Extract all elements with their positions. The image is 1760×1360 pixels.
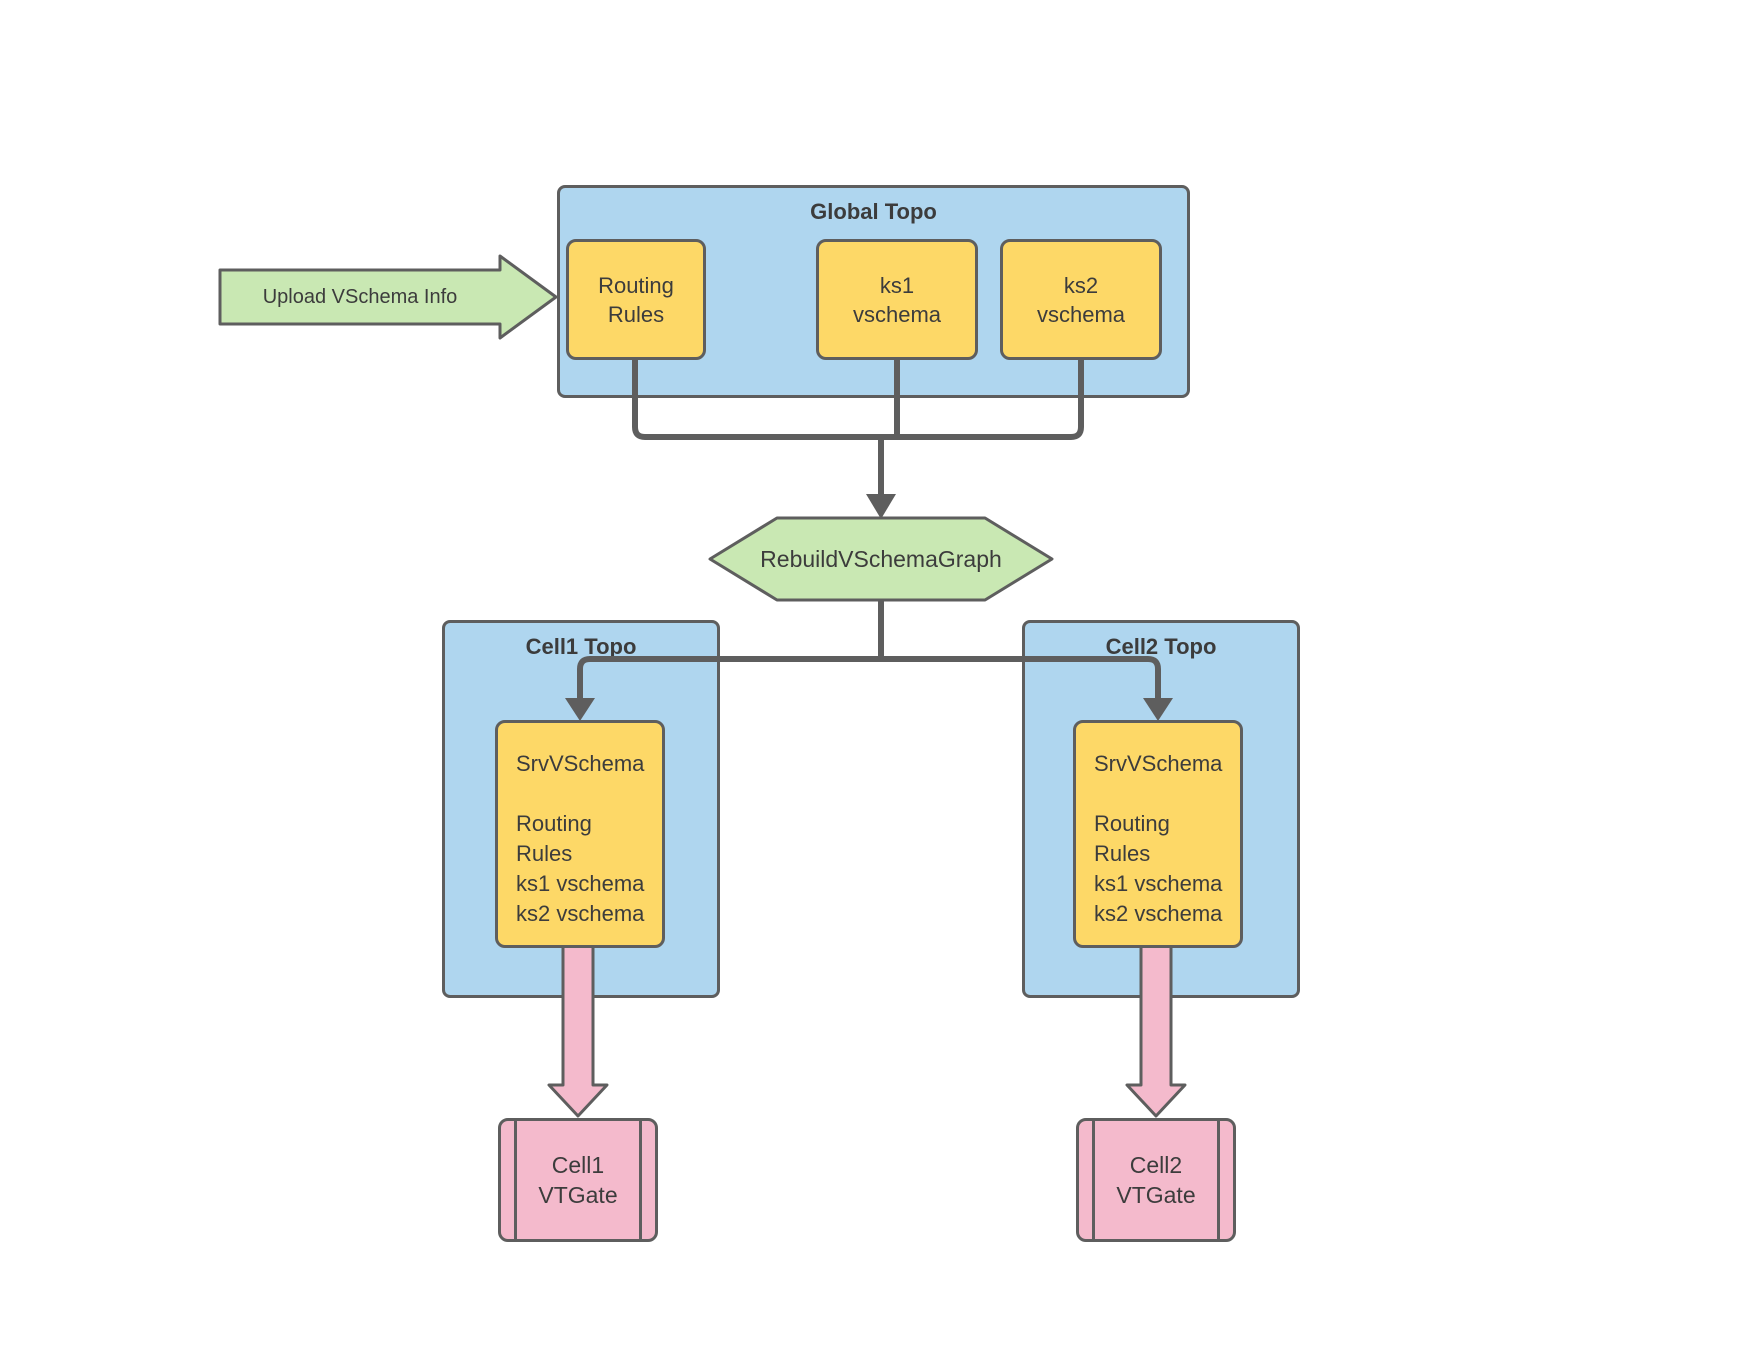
cell1-vtgate-inner: Cell1 VTGate <box>514 1121 642 1239</box>
cell1-srv-line1: SrvVSchema <box>516 751 645 776</box>
ks2-vschema-box: ks2 vschema <box>1000 239 1162 360</box>
routing-rules-box: Routing Rules <box>566 239 706 360</box>
rebuild-hexagon-label: RebuildVSchemaGraph <box>760 545 1002 572</box>
cell1-vtgate-label-line2: VTGate <box>538 1182 618 1208</box>
routing-rules-label-line2: Rules <box>607 301 665 327</box>
cell1-srv-line3: Routing Rules <box>516 811 592 866</box>
cell2-srv-line4: ks1 vschema <box>1094 871 1223 896</box>
ks2-vschema-label-line2: vschema <box>1036 301 1126 327</box>
cell1-srv-line4: ks1 vschema <box>516 871 645 896</box>
upload-arrow-label: Upload VSchema Info <box>262 285 458 308</box>
rebuild-arrowhead <box>866 494 896 519</box>
ks2-vschema-label-line1: ks2 <box>1063 272 1099 298</box>
cell2-srv-line5: ks2 vschema <box>1094 901 1223 926</box>
cell2-vtgate-label-line1: Cell2 <box>1129 1152 1183 1178</box>
cell2-srv-line3: Routing Rules <box>1094 811 1170 866</box>
cell2-vtgate-label-line2: VTGate <box>1116 1182 1196 1208</box>
cell1-srvvschema-box: SrvVSchema Routing Rules ks1 vschema ks2… <box>495 720 665 948</box>
cell2-srv-line1: SrvVSchema <box>1094 751 1223 776</box>
cell2-srvvschema-box: SrvVSchema Routing Rules ks1 vschema ks2… <box>1073 720 1243 948</box>
cell2-vtgate-box: Cell2 VTGate <box>1076 1118 1236 1242</box>
cell1-vtgate-box: Cell1 VTGate <box>498 1118 658 1242</box>
cell2-vtgate-inner: Cell2 VTGate <box>1092 1121 1220 1239</box>
global-topo-title: Global Topo <box>810 199 937 224</box>
cell1-topo-title: Cell1 Topo <box>525 634 637 659</box>
cell1-srv-line5: ks2 vschema <box>516 901 645 926</box>
routing-rules-label-line1: Routing <box>598 272 674 298</box>
ks1-vschema-label-line1: ks1 <box>879 272 915 298</box>
cell2-topo-title: Cell2 Topo <box>1105 634 1217 659</box>
ks1-vschema-box: ks1 vschema <box>816 239 978 360</box>
cell1-vtgate-label-line1: Cell1 <box>551 1152 605 1178</box>
ks1-vschema-label-line2: vschema <box>852 301 942 327</box>
